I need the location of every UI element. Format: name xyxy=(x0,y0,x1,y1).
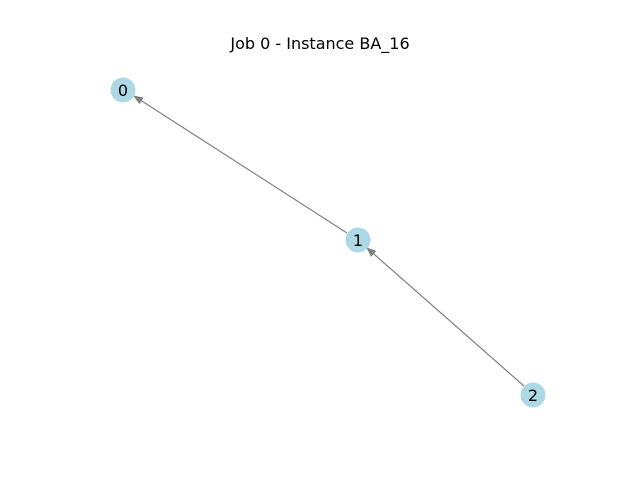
node-1-label: 1 xyxy=(353,231,363,250)
node-1: 1 xyxy=(345,227,371,253)
figure-title: Job 0 - Instance BA_16 xyxy=(230,34,410,53)
node-0-label: 0 xyxy=(118,81,128,100)
edge-2-to-1 xyxy=(366,247,525,387)
node-0: 0 xyxy=(110,77,136,103)
node-2-label: 2 xyxy=(528,386,538,405)
edge-1-to-0 xyxy=(133,95,348,234)
node-2: 2 xyxy=(520,382,546,408)
